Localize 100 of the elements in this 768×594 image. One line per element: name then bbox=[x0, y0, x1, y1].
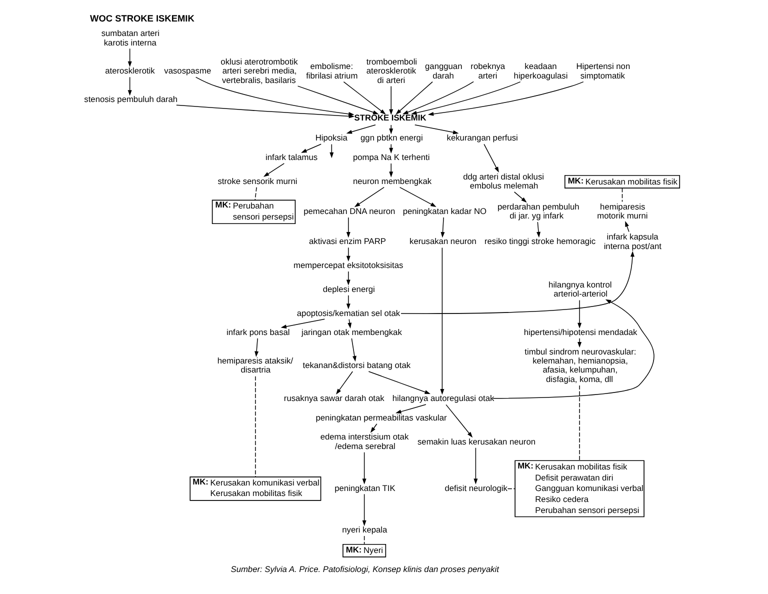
node-text: vasospasme bbox=[164, 66, 211, 76]
node-text: kerusakan neuron bbox=[409, 236, 476, 246]
node-text: resiko tinggi stroke hemoragic bbox=[484, 236, 596, 246]
arrow bbox=[254, 338, 258, 357]
node-text: defisit neurologik bbox=[444, 482, 507, 493]
arrow bbox=[346, 294, 350, 310]
arrow bbox=[194, 76, 354, 116]
arrow bbox=[362, 452, 366, 484]
node-text: oklusi aterotrombotik arteri serebri media, vertebralis, basilaris bbox=[220, 56, 298, 85]
node-box: MK: Kerusakan mobilitas fisik Defisit perawatan diri Gangguan komunikasi verbal Resiko cedera Perubahan sensori persepsi bbox=[514, 460, 644, 518]
node-text: jaringan otak membengkak bbox=[301, 327, 402, 338]
arrow bbox=[296, 86, 378, 114]
node-text: gangguan darah bbox=[424, 61, 462, 80]
arrow bbox=[346, 217, 350, 238]
arrow bbox=[362, 494, 366, 526]
node-text: peningkatan permeabilitas vaskular bbox=[315, 412, 446, 422]
node-text: kekurangan perfusi bbox=[446, 132, 518, 143]
node-text: neuron membengkak bbox=[352, 176, 432, 186]
arrow bbox=[483, 144, 498, 173]
node-text: hilangnya kontrol arteriol-arteriol bbox=[548, 279, 612, 298]
node-text: Hipertensi non simptomatik bbox=[576, 61, 630, 80]
connector bbox=[254, 376, 256, 478]
arrow bbox=[414, 124, 458, 134]
arrow bbox=[410, 81, 520, 115]
node-box: MK: Perubahan sensori persepsi bbox=[211, 200, 296, 224]
arrow bbox=[388, 144, 393, 154]
node-text: rusaknya sawar darah otak bbox=[283, 393, 384, 404]
arrow bbox=[336, 371, 352, 395]
node-text: robeknya arteri bbox=[470, 61, 505, 80]
node-box: MK: Nyeri bbox=[342, 544, 386, 558]
arrow bbox=[427, 81, 584, 116]
node-text: edema interstisium otak /edema serebral bbox=[320, 432, 408, 451]
node-text: stenosis pembuluh darah bbox=[84, 94, 178, 104]
arrow bbox=[388, 86, 393, 115]
arrow bbox=[440, 217, 444, 238]
arrow bbox=[127, 48, 132, 68]
node-box: MK: Kerusakan mobilitas fisik bbox=[564, 175, 680, 188]
node-text: peningkatan TIK bbox=[334, 482, 395, 493]
arrow bbox=[473, 447, 478, 484]
node-text: hemiparesis motorik murni bbox=[596, 201, 648, 221]
node-text: hemiparesis ataksik/ disartria bbox=[216, 355, 293, 375]
node-text: Hipoksia bbox=[314, 132, 347, 143]
node-text: STROKE ISKEMIK bbox=[354, 112, 426, 123]
connector bbox=[621, 188, 622, 202]
node-text: semakin luas kerusakan neuron bbox=[416, 436, 536, 446]
node-text: peningkatan kadar NO bbox=[402, 206, 486, 216]
arrow bbox=[388, 163, 393, 178]
node-text: timbul sindrom neurovaskular: kelemahan, hemianopsia, afasia, kelumpuhan, disfagia, koma, dll bbox=[524, 346, 636, 384]
node-text: infark kapsula interna post/ant bbox=[603, 232, 661, 251]
node-text: infark pons basal bbox=[226, 327, 290, 338]
node-text: pemecahan DNA neuron bbox=[303, 206, 395, 216]
node-text: perdarahan pembuluh di jar. yg infark bbox=[496, 201, 579, 221]
node-text: embolisme: fibrilasi atrium bbox=[306, 61, 358, 80]
connector bbox=[578, 385, 580, 461]
arrow bbox=[300, 144, 321, 153]
arrow bbox=[127, 76, 132, 96]
arrow bbox=[492, 299, 654, 399]
arrow bbox=[346, 124, 376, 134]
arrow bbox=[395, 81, 432, 114]
connector bbox=[506, 488, 515, 490]
arrow bbox=[400, 251, 634, 314]
node-text: deplesi energi bbox=[322, 284, 374, 294]
diagram-title: WOC STROKE ISKEMIK bbox=[90, 14, 194, 24]
connector bbox=[363, 536, 364, 545]
node-text: hipertensi/hipotensi mendadak bbox=[523, 327, 637, 338]
node-text: sumbatan arteri karotis interna bbox=[100, 28, 159, 48]
node-text: tromboemboli aterosklerotik di arteri bbox=[366, 56, 417, 85]
node-text: infark talamus bbox=[264, 152, 318, 162]
arrow bbox=[398, 186, 436, 207]
node-text: pompa Na K terhenti bbox=[352, 152, 430, 162]
arrow bbox=[440, 247, 444, 395]
node-text: tekanan&distorsi batang otak bbox=[302, 360, 410, 370]
node-box: MK: Kerusakan komunikasi verbal Kerusakan mobilitas fisik bbox=[189, 476, 321, 501]
arrow bbox=[536, 222, 540, 238]
node-text: mempercepat eksitotoksisitas bbox=[293, 260, 403, 270]
arrow bbox=[346, 271, 350, 286]
arrow bbox=[402, 81, 474, 114]
arrow bbox=[513, 192, 526, 203]
node-text: stroke sensorik murni bbox=[217, 176, 297, 186]
node-text: aterosklerotik bbox=[104, 66, 154, 76]
arrow bbox=[350, 338, 356, 362]
arrow bbox=[388, 124, 393, 134]
arrow bbox=[624, 221, 629, 232]
node-text: nyeri kepala bbox=[342, 524, 387, 535]
arrow bbox=[346, 247, 350, 262]
arrow bbox=[395, 404, 426, 414]
node-text: keadaan hiperkoagulasi bbox=[513, 61, 568, 80]
node-text: aktivasi enzim PARP bbox=[308, 236, 386, 246]
arrow bbox=[354, 186, 384, 208]
arrow bbox=[577, 338, 582, 348]
node-text: apoptosis/kematian sel otak bbox=[296, 308, 400, 318]
node-text: hilangnya autoregulasi otak bbox=[392, 393, 494, 404]
connector bbox=[254, 186, 256, 200]
node-text: ddg arteri distal oklusi embolus melemah bbox=[462, 171, 544, 190]
arrow bbox=[342, 81, 386, 114]
arrow bbox=[280, 318, 325, 329]
arrow bbox=[577, 300, 582, 329]
arrow bbox=[368, 371, 430, 394]
arrow bbox=[445, 404, 472, 438]
node-text: ggn pbtkn energi bbox=[360, 132, 422, 143]
